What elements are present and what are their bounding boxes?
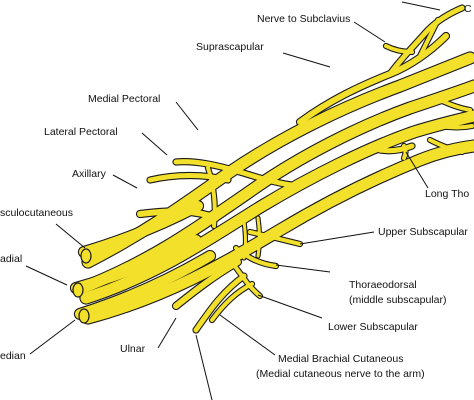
label-upper-subscapular: Upper Subscapular bbox=[378, 226, 468, 238]
leader-lines bbox=[25, 1, 441, 400]
label-lower-subscapular: Lower Subscapular bbox=[328, 321, 418, 333]
label-thoracodorsal-sub: (middle subscapular) bbox=[349, 294, 446, 306]
nerve-twig-right-1 bbox=[428, 138, 464, 154]
nerve-twig-right-2 bbox=[438, 124, 474, 130]
label-axillary: Axillary bbox=[72, 168, 107, 180]
leader-musculocutaneous bbox=[55, 223, 86, 249]
labels: C Nerve to Subclavius Suprascapular Medi… bbox=[0, 3, 472, 380]
leader-thoracodorsal bbox=[275, 264, 331, 273]
nerve-branch-long-thoracic-down bbox=[402, 144, 408, 160]
leader-c bbox=[401, 1, 441, 11]
nerve-branch-lower-subscapular bbox=[230, 260, 262, 298]
leader-medial-pectoral bbox=[175, 101, 199, 131]
nerve-limb-median bbox=[75, 251, 215, 319]
label-ulnar: Ulnar bbox=[120, 343, 146, 355]
nerve-branch-subscap-vert-1 bbox=[242, 220, 247, 260]
label-medial-pectoral: Medial Pectoral bbox=[88, 93, 160, 105]
nerve-branch-subclavius-stub bbox=[384, 44, 414, 54]
leader-bottom bbox=[195, 334, 213, 400]
leader-long-thoracic bbox=[405, 151, 429, 189]
label-median: edian bbox=[0, 350, 26, 362]
nerve-branch-medial-brachial bbox=[193, 273, 247, 333]
label-suprascapular: Suprascapular bbox=[196, 41, 264, 53]
leader-radial bbox=[25, 265, 68, 286]
leader-suprascapular bbox=[282, 52, 331, 68]
nerve-branch-pectoral-cross bbox=[206, 166, 217, 228]
label-lateral-pectoral: Lateral Pectoral bbox=[44, 126, 118, 138]
nerve-branch-thoracodorsal bbox=[234, 246, 278, 268]
nerve-limb-musculocutaneous bbox=[79, 201, 203, 257]
nerve-branch-upper-subscapular bbox=[248, 230, 302, 246]
leader-ulnar bbox=[157, 317, 177, 349]
nerve-branch-subclavius bbox=[387, 5, 465, 77]
leader-lateral-pectoral bbox=[141, 132, 168, 156]
nerve-end-musculocutaneous bbox=[80, 248, 92, 264]
nerve-cord-lower bbox=[82, 140, 474, 324]
nerve-twig-right-3 bbox=[434, 96, 472, 112]
leader-medial-brachial-cutaneous bbox=[219, 314, 276, 356]
label-c: C bbox=[464, 3, 472, 15]
leader-axillary bbox=[112, 174, 138, 189]
label-medial-brachial-cutaneous: Medial Brachial Cutaneous bbox=[278, 353, 404, 365]
label-thoracodorsal: Thoraeodorsal bbox=[349, 279, 417, 291]
nerve-limb-radial bbox=[71, 235, 201, 293]
leader-nerve-to-subclavius bbox=[353, 21, 386, 43]
nerve-branch-c-top bbox=[418, 18, 440, 58]
nerve-branch-ulnar bbox=[173, 259, 241, 309]
nerve-end-radial bbox=[72, 282, 84, 298]
nerve-end-median bbox=[78, 308, 90, 324]
label-musculocutaneous: sculocutaneous bbox=[0, 207, 73, 219]
nerve-bundle bbox=[69, 4, 474, 334]
nerve-branch-medial-pectoral bbox=[173, 159, 303, 189]
leader-median bbox=[29, 319, 76, 355]
nerve-cord-mid-1 bbox=[76, 80, 474, 294]
nerve-branch-lateral-pectoral bbox=[147, 173, 231, 183]
leader-lower-subscapular bbox=[257, 294, 323, 319]
label-radial: adial bbox=[0, 253, 22, 265]
label-nerve-to-subclavius: Nerve to Subclavius bbox=[257, 13, 350, 25]
nerve-branch-subscap-vert-2 bbox=[256, 216, 261, 258]
label-medial-brachial-cutaneous-sub: (Medial cutaneous nerve to the arm) bbox=[256, 368, 425, 380]
label-long-thoracic: Long Tho bbox=[425, 188, 469, 200]
leader-upper-subscapular bbox=[299, 231, 375, 245]
nerve-branch-long-thoracic bbox=[377, 143, 415, 154]
